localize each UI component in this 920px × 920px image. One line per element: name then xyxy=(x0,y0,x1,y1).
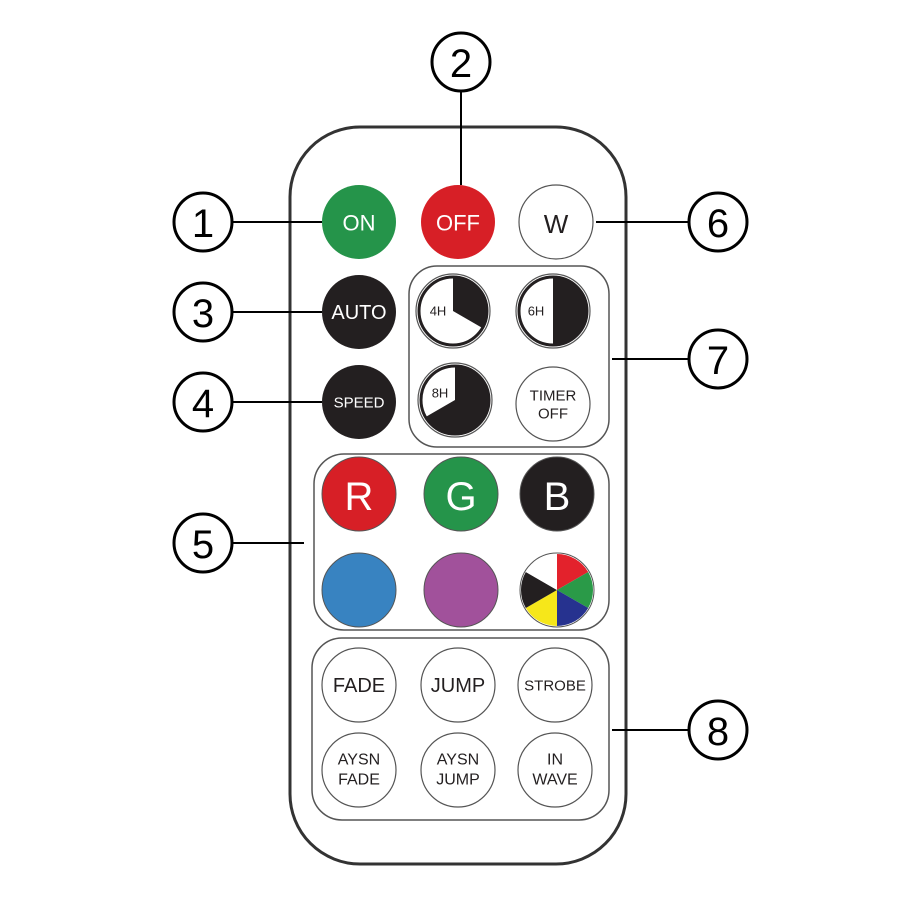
callout-7-label: 7 xyxy=(707,339,729,383)
timer-4h-label: 4H xyxy=(430,304,447,319)
on-button[interactable]: ON xyxy=(322,185,396,259)
callout-3-label: 3 xyxy=(192,292,214,336)
aysn-fade-label-line2: FADE xyxy=(338,772,380,789)
timer-off-button[interactable]: TIMER OFF xyxy=(515,366,591,442)
blue-letter-button-label: B xyxy=(544,475,571,519)
callout-6-label: 6 xyxy=(707,202,729,246)
off-button[interactable]: OFF xyxy=(421,185,495,259)
in-wave-label-line2: WAVE xyxy=(532,772,577,789)
timer-8h-button[interactable]: 8H xyxy=(417,362,493,438)
auto-button[interactable]: AUTO xyxy=(322,275,396,349)
callout-1: 1 xyxy=(172,191,234,253)
callout-5-label: 5 xyxy=(192,523,214,567)
white-button[interactable]: W xyxy=(518,184,594,260)
callout-8: 8 xyxy=(687,699,749,761)
callout-4-label: 4 xyxy=(192,382,214,426)
callout-4: 4 xyxy=(172,371,234,433)
off-button-label: OFF xyxy=(436,211,480,236)
color-wheel-segment xyxy=(520,572,557,608)
timer-off-label-line2: OFF xyxy=(538,406,568,423)
color-wheel-segment xyxy=(525,554,557,590)
callout-2-label: 2 xyxy=(450,42,472,86)
jump-button-label: JUMP xyxy=(431,675,485,697)
aysn-jump-label-line2: JUMP xyxy=(436,772,480,789)
aysn-jump-button[interactable]: AYSN JUMP xyxy=(420,732,496,808)
callout-3: 3 xyxy=(172,281,234,343)
timer-6h-label: 6H xyxy=(528,304,545,319)
callout-7: 7 xyxy=(687,328,749,390)
color-wheel-segment xyxy=(557,554,589,590)
timer-8h-label: 8H xyxy=(432,386,449,401)
blue-letter-button[interactable]: B xyxy=(519,456,595,532)
fade-button-label: FADE xyxy=(333,675,385,697)
callout-5: 5 xyxy=(172,512,234,574)
in-wave-button[interactable]: IN WAVE xyxy=(517,732,593,808)
red-button-label: R xyxy=(345,475,374,519)
callout-8-label: 8 xyxy=(707,710,729,754)
callout-1-label: 1 xyxy=(192,202,214,246)
auto-button-label: AUTO xyxy=(331,302,386,324)
timer-6h-button[interactable]: 6H xyxy=(515,273,591,349)
white-button-label: W xyxy=(544,209,569,239)
color-wheel-segment xyxy=(525,590,557,626)
color-wheel-icon xyxy=(520,554,594,626)
green-button[interactable]: G xyxy=(423,456,499,532)
callout-6: 6 xyxy=(687,191,749,253)
strobe-button-label: STROBE xyxy=(524,678,586,695)
timer-off-label-line1: TIMER xyxy=(530,388,577,405)
speed-button[interactable]: SPEED xyxy=(322,365,396,439)
fade-button[interactable]: FADE xyxy=(321,647,397,723)
color-wheel-segment xyxy=(557,590,589,626)
callout-2: 2 xyxy=(430,31,492,93)
purple-color-button[interactable] xyxy=(423,552,499,628)
speed-button-label: SPEED xyxy=(334,395,385,412)
blue-color-button[interactable] xyxy=(321,552,397,628)
aysn-fade-label-line1: AYSN xyxy=(338,752,380,769)
color-wheel-segment xyxy=(557,572,594,608)
in-wave-label-line1: IN xyxy=(547,752,563,769)
on-button-label: ON xyxy=(343,211,376,236)
jump-button[interactable]: JUMP xyxy=(420,647,496,723)
color-wheel-button[interactable] xyxy=(519,552,595,628)
timer-4h-clock-icon xyxy=(453,277,487,328)
aysn-fade-button[interactable]: AYSN FADE xyxy=(321,732,397,808)
green-button-label: G xyxy=(445,475,476,519)
timer-6h-clock-icon xyxy=(553,277,587,345)
aysn-jump-label-line1: AYSN xyxy=(437,752,479,769)
strobe-button[interactable]: STROBE xyxy=(517,647,593,723)
timer-4h-button[interactable]: 4H xyxy=(415,273,491,349)
timer-8h-clock-icon xyxy=(425,365,490,434)
red-button[interactable]: R xyxy=(321,456,397,532)
